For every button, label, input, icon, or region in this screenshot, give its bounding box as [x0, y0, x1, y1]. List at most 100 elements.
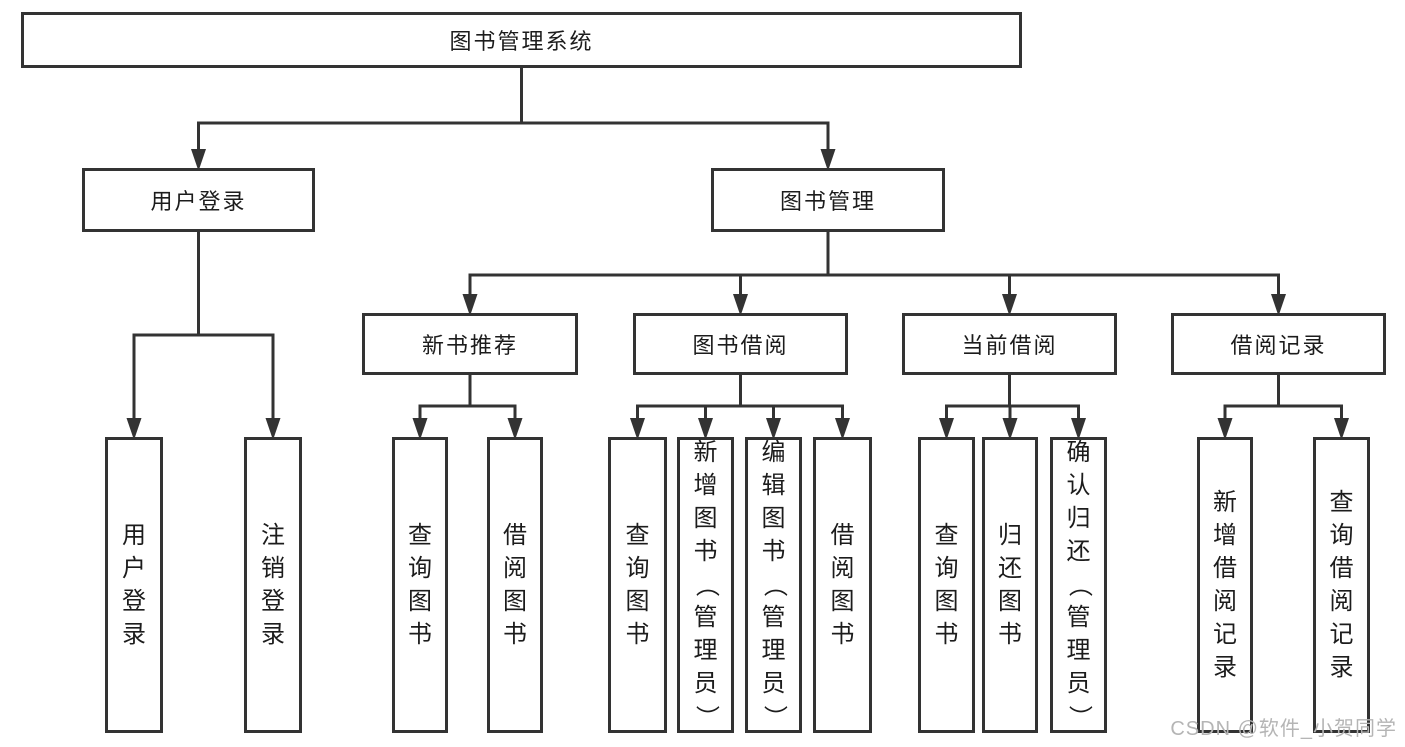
label-char: 理: [761, 637, 786, 664]
label-char: 询: [625, 554, 650, 582]
node-nb-query: 查询图书: [392, 437, 448, 733]
label-char: 图: [503, 587, 527, 615]
label-char: ）: [1065, 705, 1093, 729]
label-char: 书: [934, 620, 959, 648]
label-char: 书: [625, 620, 650, 648]
label-char: 借: [1213, 554, 1237, 582]
label-char: 阅: [1213, 587, 1237, 615]
label-char: 管: [761, 604, 786, 631]
label-char: 图: [998, 587, 1022, 615]
label-char: 录: [1213, 653, 1237, 681]
label-char: 书: [503, 620, 527, 648]
label-char: 归: [1066, 505, 1091, 532]
label-char: 还: [1066, 538, 1091, 565]
label-char: 录: [1329, 653, 1354, 681]
label-char: 登: [261, 587, 285, 615]
label-char: 理: [1066, 637, 1091, 664]
label-char: 查: [934, 521, 959, 549]
label-char: （: [1065, 573, 1093, 597]
label-char: 销: [261, 554, 285, 582]
node-cb-return: 归还图书: [982, 437, 1038, 733]
label-char: 查: [1329, 488, 1354, 516]
node-book-mgmt: 图书管理: [711, 168, 945, 232]
label-char: 借: [830, 521, 855, 549]
label-char: 借: [503, 521, 527, 549]
label-char: 图: [693, 505, 718, 532]
label-char: 注: [261, 521, 285, 549]
node-login: 用户登录: [105, 437, 163, 733]
node-borrow-records-label: 借阅记录: [1230, 333, 1327, 358]
label-char: 还: [998, 554, 1022, 582]
label-char: 归: [998, 521, 1022, 549]
node-borrow-records: 借阅记录: [1171, 313, 1386, 375]
label-char: 询: [1329, 521, 1354, 549]
node-book-borrow: 图书借阅: [633, 313, 848, 375]
node-br-query: 查询借阅记录: [1313, 437, 1370, 733]
label-char: 书: [830, 620, 855, 648]
label-char: 图: [761, 505, 786, 532]
label-char: 记: [1213, 620, 1237, 648]
label-char: 管: [1066, 604, 1091, 631]
label-char: （: [692, 573, 720, 597]
label-char: 辑: [761, 472, 786, 499]
node-book-mgmt-label: 图书管理: [779, 189, 876, 214]
label-char: 查: [625, 521, 650, 549]
label-char: 查: [408, 521, 432, 549]
label-char: 阅: [1329, 587, 1354, 615]
label-char: 管: [693, 604, 718, 631]
label-char: 登: [122, 587, 146, 615]
label-char: 确: [1066, 439, 1091, 466]
node-cb-confirm: 确认归还 （ 管理员 ）: [1050, 437, 1107, 733]
label-char: 阅: [503, 554, 527, 582]
label-char: 询: [934, 554, 959, 582]
label-char: 借: [1329, 554, 1354, 582]
node-bb-borrow: 借阅图书: [813, 437, 872, 733]
node-bb-query: 查询图书: [608, 437, 667, 733]
label-char: 书: [998, 620, 1022, 648]
label-char: 书: [693, 538, 718, 565]
label-char: ）: [760, 705, 788, 729]
node-cb-query: 查询图书: [918, 437, 975, 733]
label-char: 书: [761, 538, 786, 565]
node-current-borrow-label: 当前借阅: [961, 333, 1058, 358]
node-current-borrow: 当前借阅: [902, 313, 1117, 375]
label-char: 用: [122, 521, 146, 549]
label-char: 新: [693, 439, 718, 466]
label-char: 询: [408, 554, 432, 582]
label-char: 录: [261, 620, 285, 648]
label-char: （: [760, 573, 788, 597]
label-char: 员: [1066, 670, 1091, 697]
label-char: ）: [692, 705, 720, 729]
label-char: 书: [408, 620, 432, 648]
node-new-book-rec-label: 新书推荐: [421, 333, 518, 358]
label-char: 图: [934, 587, 959, 615]
node-logout: 注销登录: [244, 437, 302, 733]
label-char: 录: [122, 620, 146, 648]
label-char: 增: [1213, 521, 1237, 549]
label-char: 理: [693, 637, 718, 664]
label-char: 增: [693, 472, 718, 499]
label-char: 员: [761, 670, 786, 697]
node-new-book-rec: 新书推荐: [362, 313, 578, 375]
label-char: 记: [1329, 620, 1354, 648]
node-bb-add: 新增图书 （ 管理员 ）: [677, 437, 734, 733]
node-bb-edit: 编辑图书 （ 管理员 ）: [745, 437, 802, 733]
label-char: 图: [408, 587, 432, 615]
label-char: 图: [830, 587, 855, 615]
label-char: 新: [1213, 488, 1237, 516]
label-char: 阅: [830, 554, 855, 582]
node-user-login-label: 用户登录: [150, 189, 247, 214]
label-char: 图: [625, 587, 650, 615]
label-char: 户: [122, 554, 146, 582]
label-char: 编: [761, 439, 786, 466]
node-br-add: 新增借阅记录: [1197, 437, 1253, 733]
watermark: CSDN @软件_小贺同学: [1170, 718, 1397, 740]
node-root-label: 图书管理系统: [449, 29, 594, 54]
node-nb-borrow: 借阅图书: [487, 437, 543, 733]
label-char: 员: [693, 670, 718, 697]
label-char: 认: [1066, 472, 1091, 499]
node-user-login: 用户登录: [82, 168, 315, 232]
node-root: 图书管理系统: [21, 12, 1022, 68]
